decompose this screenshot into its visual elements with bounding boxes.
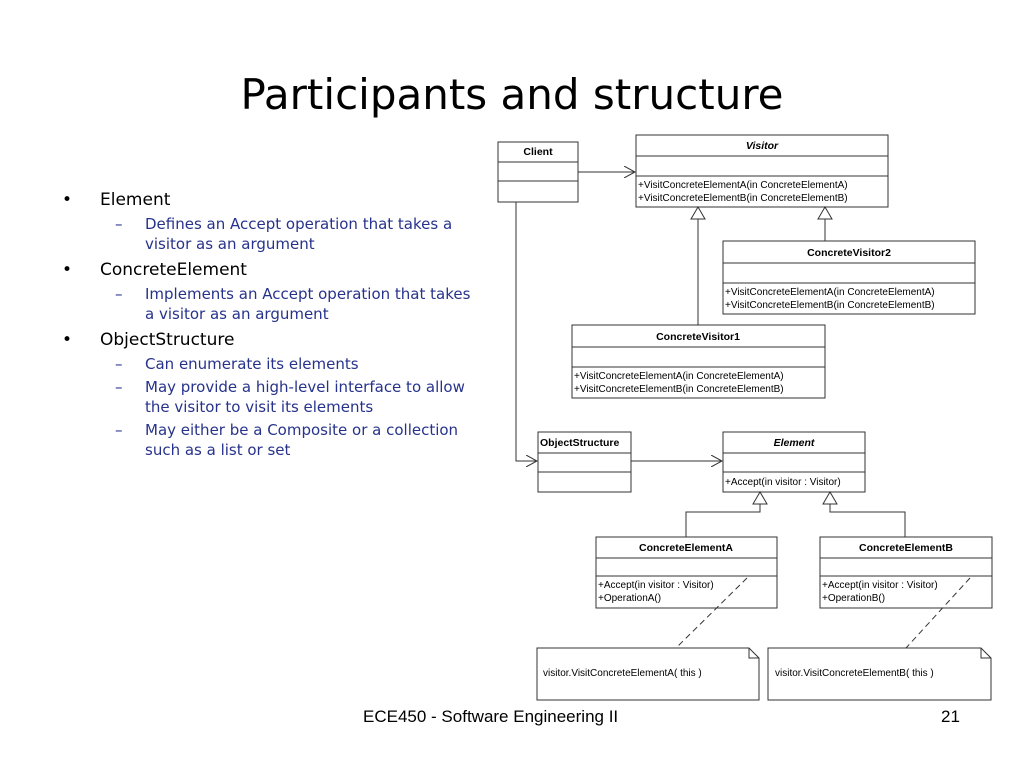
- class-client-name: Client: [523, 146, 553, 158]
- class-element: [722, 431, 866, 493]
- page-number: 21: [941, 707, 960, 726]
- note-b-text: visitor.VisitConcreteElementB( this ): [775, 668, 934, 679]
- inherit-triangle: [752, 491, 768, 505]
- class-object-structure-name: ObjectStructure: [540, 437, 620, 449]
- cea-op-operation: +OperationA(): [598, 593, 661, 604]
- cv2-op-b: +VisitConcreteElementB(in ConcreteElemen…: [725, 300, 935, 311]
- sub-bullet-text: Implements an Accept operation that take…: [145, 285, 471, 323]
- footer-course: ECE450 - Software Engineering II: [363, 707, 619, 726]
- class-visitor-name: Visitor: [746, 140, 779, 152]
- sub-bullet-text: May provide a high-level interface to al…: [145, 378, 465, 416]
- cv1-op-b: +VisitConcreteElementB(in ConcreteElemen…: [574, 384, 784, 395]
- sub-bullet-text: Defines an Accept operation that takes a…: [145, 215, 453, 253]
- note-b: [767, 647, 992, 701]
- sub-bullet-text: May either be a Composite or a collectio…: [145, 421, 459, 459]
- note-a-text: visitor.VisitConcreteElementA( this ): [543, 668, 702, 679]
- assoc-client-objectstructure: [515, 202, 537, 461]
- sub-bullet: –Defines an Accept operation that takes …: [115, 215, 453, 253]
- class-concrete-visitor1-name: ConcreteVisitor1: [656, 331, 740, 343]
- inherit-ceb-element: [829, 504, 906, 537]
- cv1-op-a: +VisitConcreteElementA(in ConcreteElemen…: [574, 371, 784, 382]
- sub-bullet: –May provide a high-level interface to a…: [115, 378, 465, 416]
- visitor-op-a: +VisitConcreteElementA(in ConcreteElemen…: [638, 180, 848, 191]
- class-concrete-element-a-name: ConcreteElementA: [639, 542, 733, 554]
- class-concrete-element-b-name: ConcreteElementB: [859, 542, 953, 554]
- class-client: [497, 141, 579, 203]
- sub-bullet: –Can enumerate its elements: [115, 355, 359, 373]
- inherit-cea-element: [685, 504, 761, 537]
- cea-op-accept: +Accept(in visitor : Visitor): [598, 580, 714, 591]
- class-concrete-visitor2-name: ConcreteVisitor2: [807, 247, 891, 259]
- bullet-list: Element –Defines an Accept operation tha…: [60, 184, 480, 460]
- inherit-triangle: [822, 491, 838, 505]
- inherit-triangle: [817, 206, 833, 220]
- visitor-op-b: +VisitConcreteElementB(in ConcreteElemen…: [638, 193, 848, 204]
- bullet-concrete-element: ConcreteElement: [60, 259, 480, 281]
- class-element-name: Element: [774, 437, 815, 449]
- note-a: [536, 647, 760, 701]
- class-concrete-element-b: [819, 536, 993, 609]
- sub-bullet: –Implements an Accept operation that tak…: [115, 285, 471, 323]
- ceb-op-accept: +Accept(in visitor : Visitor): [822, 580, 938, 591]
- slide-title: Participants and structure: [240, 70, 784, 119]
- class-concrete-element-a: [595, 536, 778, 609]
- cv2-op-a: +VisitConcreteElementA(in ConcreteElemen…: [725, 287, 935, 298]
- note-anchor-b: [905, 577, 971, 649]
- bullet-element: Element: [60, 189, 480, 211]
- bullet-object-structure: ObjectStructure: [60, 329, 480, 351]
- sub-bullet: –May either be a Composite or a collecti…: [115, 421, 459, 459]
- class-visitor: [635, 134, 889, 208]
- ceb-op-operation: +OperationB(): [822, 593, 885, 604]
- inherit-triangle: [690, 206, 706, 220]
- class-concrete-visitor1: [571, 324, 826, 399]
- class-concrete-visitor2: [722, 240, 976, 315]
- class-object-structure: [537, 431, 632, 493]
- note-anchor-a: [675, 577, 748, 649]
- sub-bullet-text: Can enumerate its elements: [145, 355, 359, 373]
- element-op-accept: +Accept(in visitor : Visitor): [725, 477, 841, 488]
